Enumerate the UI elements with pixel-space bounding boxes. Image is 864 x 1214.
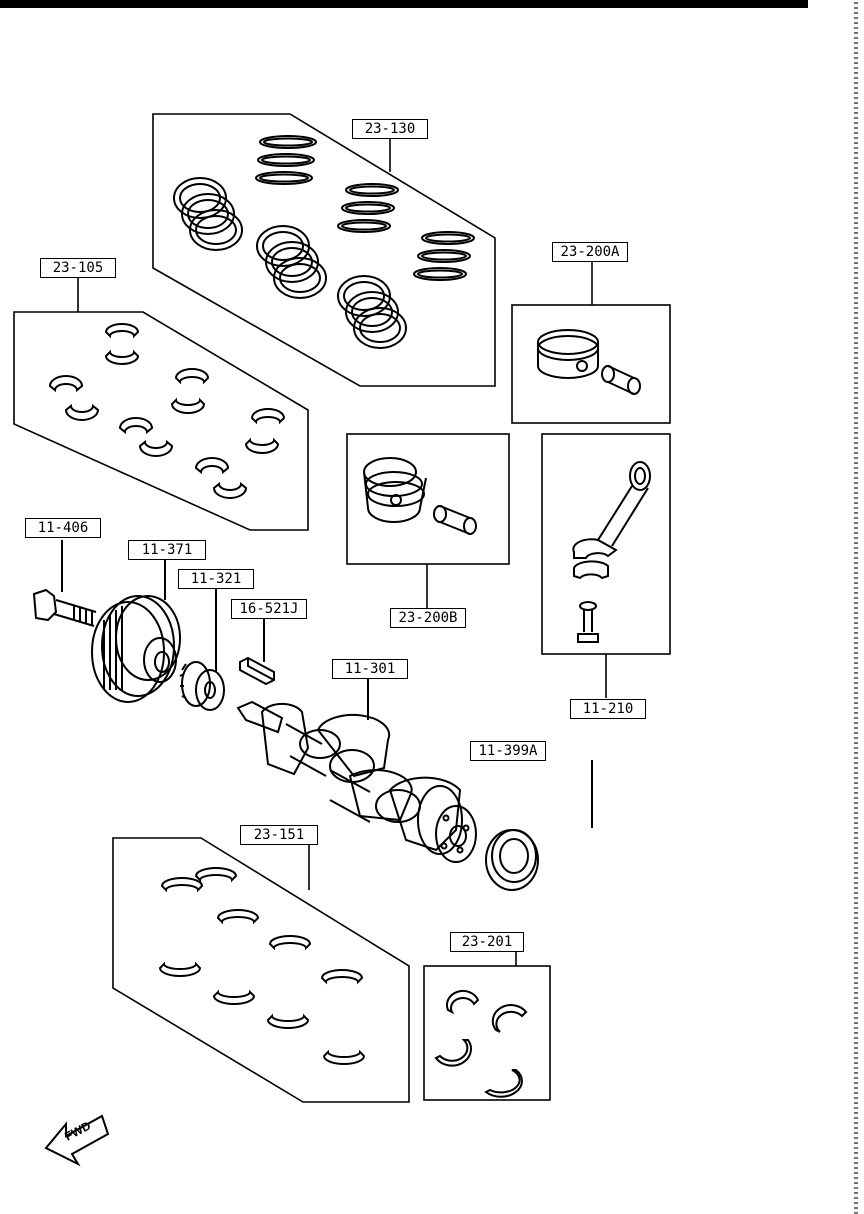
ring-set-box (152, 113, 496, 387)
callout-11-399a: 11-399A (470, 741, 546, 761)
callout-11-406: 11-406 (25, 518, 101, 538)
callout-23-201: 23-201 (450, 932, 524, 952)
thrust-bearings (434, 989, 528, 1098)
woodruff-key (239, 618, 275, 686)
fwd-arrow-icon (44, 1114, 110, 1167)
page-edge (854, 0, 858, 1214)
callout-23-105: 23-105 (40, 258, 116, 278)
piston-b (363, 457, 477, 535)
crankshaft (236, 678, 477, 863)
pulley-bolt (32, 540, 97, 627)
piston-a (537, 329, 641, 395)
thrust-bearing-box (423, 952, 551, 1101)
callout-11-301: 11-301 (332, 659, 408, 679)
oil-seal (485, 760, 593, 891)
timing-sprocket (179, 588, 225, 711)
callout-16-521j: 16-521J (231, 599, 307, 619)
conrod-box (541, 433, 671, 698)
crank-pulley (91, 559, 181, 703)
main-bearings (158, 867, 366, 1065)
top-border-bar (0, 0, 808, 8)
main-bearing-box (112, 837, 410, 1103)
conrod-bearing-box (13, 276, 309, 531)
callout-11-210: 11-210 (570, 699, 646, 719)
callout-11-371: 11-371 (128, 540, 206, 560)
callout-11-321: 11-321 (178, 569, 254, 589)
conrod-bearings (48, 323, 286, 499)
piston-rings (173, 135, 475, 349)
piston-b-box (346, 433, 510, 608)
piston-a-box (511, 262, 671, 424)
connecting-rod (572, 461, 651, 643)
callout-23-151: 23-151 (240, 825, 318, 845)
callout-23-200b: 23-200B (390, 608, 466, 628)
callout-23-130: 23-130 (352, 119, 428, 139)
callout-23-200a: 23-200A (552, 242, 628, 262)
